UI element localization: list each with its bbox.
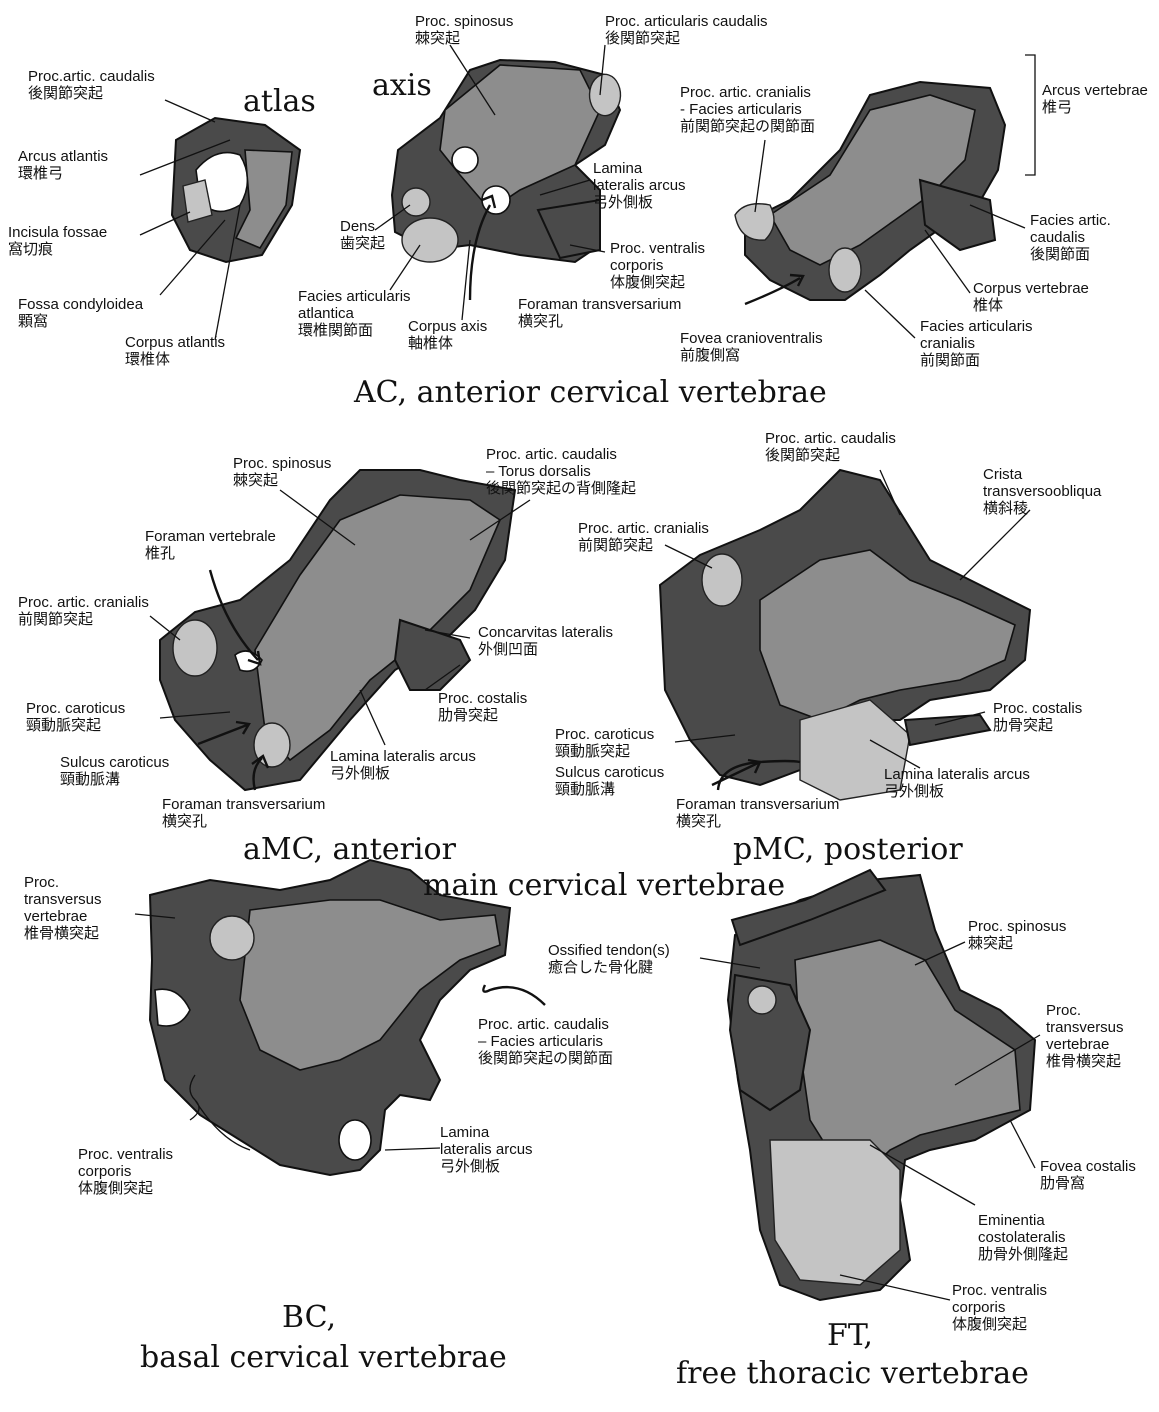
ac-caption: AC, anterior cervical vertebrae — [354, 375, 827, 410]
bc-caption-2: basal cervical vertebrae — [140, 1340, 507, 1375]
mc-caption: main cervical vertebrae — [423, 868, 785, 903]
pmc-caption: pMC, posterior — [733, 832, 963, 867]
amc-drawing — [160, 470, 515, 790]
label-ft-ossified-tendon: Ossified tendon(s)癒合した骨化腱 — [548, 942, 670, 976]
pmc-drawing — [660, 470, 1030, 800]
ft-caption-2: free thoracic vertebrae — [676, 1356, 1029, 1391]
bc-caption-1: BC, — [282, 1300, 336, 1335]
axis-title: axis — [372, 68, 432, 103]
ft-caption-1: FT, — [827, 1318, 873, 1353]
label-bc-proc-artic-caudalis: Proc. artic. caudalis– Facies articulari… — [478, 1016, 613, 1067]
label-proc-artic-cranialis-facies: Proc. artic. cranialis- Facies articular… — [680, 84, 815, 135]
atlas-drawing — [172, 118, 300, 262]
atlas-title: atlas — [243, 84, 316, 119]
amc-caption: aMC, anterior — [243, 832, 456, 867]
